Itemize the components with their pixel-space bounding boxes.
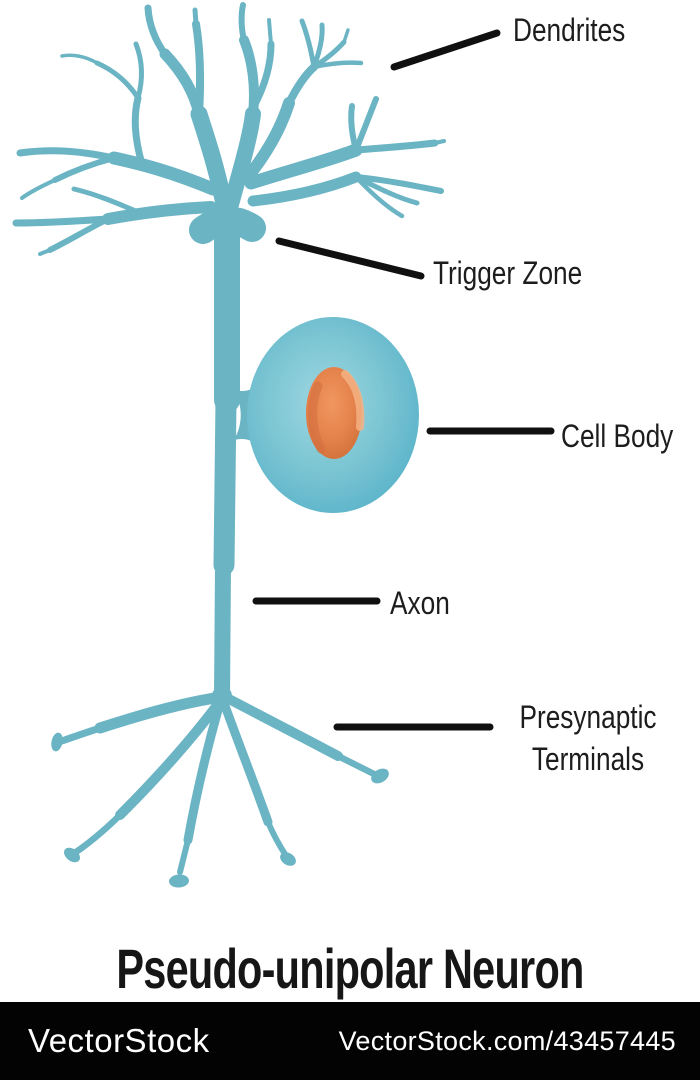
cell-body-shape	[234, 317, 419, 513]
label-presynaptic-terminals: Presynaptic Terminals	[519, 699, 657, 777]
vectorstock-logo-text: VectorStock	[28, 1022, 210, 1059]
axon-shape	[213, 202, 240, 706]
presynaptic-terminals-shape	[51, 686, 389, 888]
label-axon: Axon	[390, 585, 450, 621]
label-trigger-zone: Trigger Zone	[433, 255, 583, 291]
dendrites-shape	[12, 2, 446, 256]
watermark-bar: VectorStock VectorStock.com/43457445	[0, 1002, 700, 1080]
neuron-illustration	[12, 2, 555, 888]
nucleus-shape	[306, 367, 365, 459]
label-cell-body: Cell Body	[561, 418, 674, 454]
label-dendrites: Dendrites	[513, 12, 626, 48]
diagram-title: Pseudo-unipolar Neuron	[116, 937, 584, 1000]
pointer-line-dendrites	[390, 29, 501, 71]
pointer-line-trigger-zone	[275, 237, 425, 280]
vectorstock-reference-text: VectorStock.com/43457445	[338, 1026, 676, 1056]
